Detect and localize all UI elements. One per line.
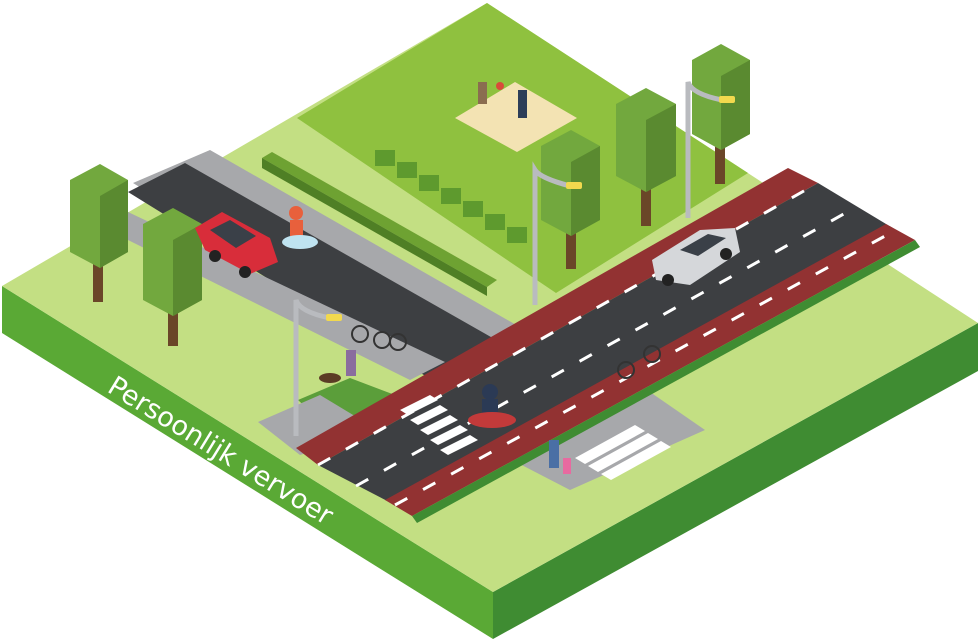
bike-wheel bbox=[389, 333, 407, 351]
scooter bbox=[282, 235, 318, 249]
bush-row bbox=[375, 150, 527, 243]
motorcycle-rider bbox=[468, 384, 516, 428]
motorcycle bbox=[468, 412, 516, 428]
lamp-pole bbox=[685, 80, 723, 218]
zebra-stripe bbox=[575, 425, 645, 464]
street-lamp bbox=[293, 80, 723, 436]
player-left bbox=[478, 82, 487, 104]
bush bbox=[507, 227, 527, 243]
lamp-heads bbox=[326, 96, 735, 321]
rider-helmet bbox=[289, 206, 303, 220]
red-car bbox=[195, 212, 278, 278]
zebra-stripe bbox=[588, 433, 658, 472]
tree-foliage-shade bbox=[721, 60, 750, 150]
sand-playground bbox=[455, 82, 577, 152]
lamp-head bbox=[326, 314, 342, 321]
zebra-stripe bbox=[400, 395, 438, 415]
rider-helmet bbox=[482, 384, 498, 400]
bush bbox=[463, 201, 483, 217]
zebra-stripe bbox=[430, 425, 468, 445]
silver-car bbox=[652, 228, 740, 286]
tree bbox=[616, 88, 676, 226]
car-wheel bbox=[662, 274, 674, 286]
car-wheel bbox=[239, 266, 251, 278]
tree-trunk bbox=[168, 300, 178, 346]
bush bbox=[397, 162, 417, 178]
player-right bbox=[518, 90, 527, 118]
bush bbox=[419, 175, 439, 191]
side-street-lower-sidewalk bbox=[128, 212, 445, 380]
person-walking-dog bbox=[346, 350, 356, 376]
tree-trunk bbox=[715, 140, 725, 184]
bike-wheel bbox=[643, 345, 661, 363]
ground-block-front-side bbox=[493, 323, 978, 639]
cyclist-on-bike-lane bbox=[617, 345, 661, 379]
cyclists-pair bbox=[351, 325, 407, 351]
rider-body bbox=[290, 220, 303, 236]
person-at-crossing bbox=[549, 440, 559, 468]
road-edge-grass bbox=[412, 240, 920, 523]
zebra-crossing-right bbox=[575, 425, 671, 480]
car-wheel bbox=[720, 248, 732, 260]
lamp-pole bbox=[293, 298, 331, 436]
lamp-head bbox=[719, 96, 735, 103]
tree bbox=[143, 208, 202, 346]
ground-block-left-side bbox=[2, 286, 493, 639]
bike-lane-south bbox=[385, 224, 915, 516]
ball bbox=[496, 82, 504, 90]
main-road-asphalt bbox=[318, 183, 896, 505]
tree-foliage-shade bbox=[100, 180, 128, 268]
tree-foliage-shade bbox=[173, 224, 202, 316]
zebra-crossing-left bbox=[400, 395, 478, 455]
hedge-row bbox=[262, 152, 497, 287]
bush bbox=[441, 188, 461, 204]
zebra-stripe bbox=[420, 415, 458, 435]
lamp-pole bbox=[532, 161, 571, 305]
bush bbox=[375, 150, 395, 166]
tree-trunk bbox=[641, 182, 651, 226]
bike-wheel bbox=[351, 325, 369, 343]
tree-trunk bbox=[566, 225, 576, 269]
child bbox=[563, 458, 571, 474]
people bbox=[319, 82, 571, 474]
hedge-row-side bbox=[262, 158, 487, 296]
dog bbox=[319, 373, 341, 383]
car-windows bbox=[680, 234, 726, 256]
tree-foliage-shade bbox=[571, 146, 600, 236]
lamp-head bbox=[566, 182, 582, 189]
car-windows bbox=[210, 220, 256, 248]
corner-sidewalk-left bbox=[258, 395, 378, 455]
zebra-stripe bbox=[440, 435, 478, 455]
tree-foliage-shade bbox=[646, 104, 676, 192]
ground-block-top bbox=[2, 3, 978, 592]
bush bbox=[485, 214, 505, 230]
tree-trunk bbox=[93, 262, 103, 302]
scooter-rider bbox=[282, 206, 318, 249]
car-wheel bbox=[209, 250, 221, 262]
zebra-stripe bbox=[601, 441, 671, 480]
zebra-stripe bbox=[410, 405, 448, 425]
bike-wheel bbox=[617, 361, 635, 379]
tree bbox=[70, 164, 128, 302]
